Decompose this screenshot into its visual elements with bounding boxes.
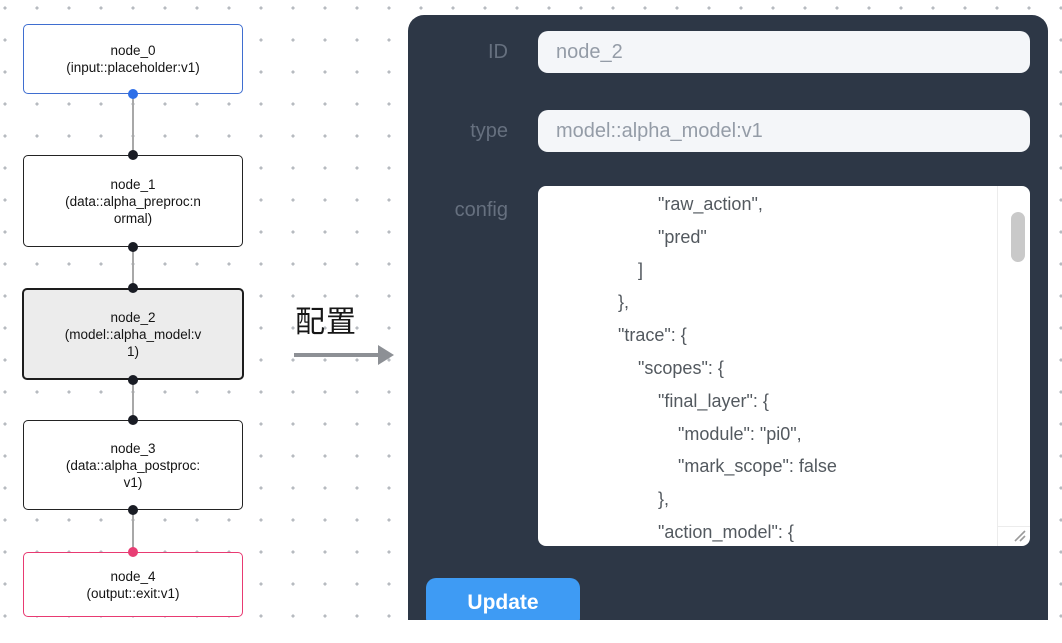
config-json-text: "raw_action", "pred" ] }, "trace": { "sc… — [618, 194, 837, 542]
node-title: node_3 — [110, 440, 156, 456]
edge-node0-node1 — [132, 94, 134, 155]
right-arrow-icon — [294, 345, 397, 365]
connection-handle-node2-target[interactable] — [128, 283, 138, 293]
edge-node2-node3 — [132, 380, 134, 420]
config-field-label: config — [454, 199, 508, 221]
flow-node-node_1[interactable]: node_1 (data::alpha_preproc:normal) — [23, 155, 243, 247]
page-background — [400, 620, 1062, 643]
connection-handle-node4-target[interactable] — [128, 547, 138, 557]
connection-handle-node2-source[interactable] — [128, 375, 138, 385]
arrow-shaft — [294, 353, 380, 357]
configure-arrow-label: 配置 — [295, 306, 357, 339]
arrow-head — [378, 345, 394, 365]
type-field-label: type — [470, 120, 508, 142]
id-field-label: ID — [488, 41, 508, 63]
node-subtitle: (output::exit:v1) — [86, 585, 180, 601]
connection-handle-node3-target[interactable] — [128, 415, 138, 425]
edge-node3-node4 — [132, 510, 134, 552]
scrollbar-track — [997, 186, 998, 546]
node-subtitle: (model::alpha_model:v1) — [64, 326, 202, 359]
node-subtitle: (data::alpha_postproc:v1) — [65, 457, 201, 490]
resize-handle-icon[interactable] — [1011, 527, 1027, 543]
node-title: node_0 — [110, 43, 156, 58]
connection-handle-node0-source[interactable] — [128, 89, 138, 99]
flow-node-node_2[interactable]: node_2 (model::alpha_model:v1) — [22, 288, 244, 380]
connection-handle-node3-source[interactable] — [128, 505, 138, 515]
node-subtitle: (input::placeholder:v1) — [66, 60, 200, 75]
config-textarea[interactable]: "raw_action", "pred" ] }, "trace": { "sc… — [538, 186, 1030, 546]
node-config-panel: ID type config "raw_action", "pred" ] },… — [408, 15, 1048, 620]
flow-node-node_3[interactable]: node_3 (data::alpha_postproc:v1) — [23, 420, 243, 510]
node-title: node_1 — [110, 176, 156, 192]
flow-node-node_4[interactable]: node_4 (output::exit:v1) — [23, 552, 243, 617]
node-title: node_4 — [110, 568, 156, 584]
connection-handle-node1-source[interactable] — [128, 242, 138, 252]
scrollbar-corner — [998, 526, 1030, 527]
type-input[interactable] — [538, 110, 1030, 152]
flow-node-node_0[interactable]: node_0 (input::placeholder:v1) — [23, 24, 243, 94]
id-input[interactable] — [538, 31, 1030, 73]
edge-node1-node2 — [132, 247, 134, 288]
node-title: node_2 — [110, 309, 156, 325]
update-button[interactable]: Update — [426, 578, 580, 620]
connection-handle-node1-target[interactable] — [128, 150, 138, 160]
node-subtitle: (data::alpha_preproc:normal) — [65, 193, 201, 226]
scrollbar-thumb[interactable] — [1011, 212, 1025, 262]
